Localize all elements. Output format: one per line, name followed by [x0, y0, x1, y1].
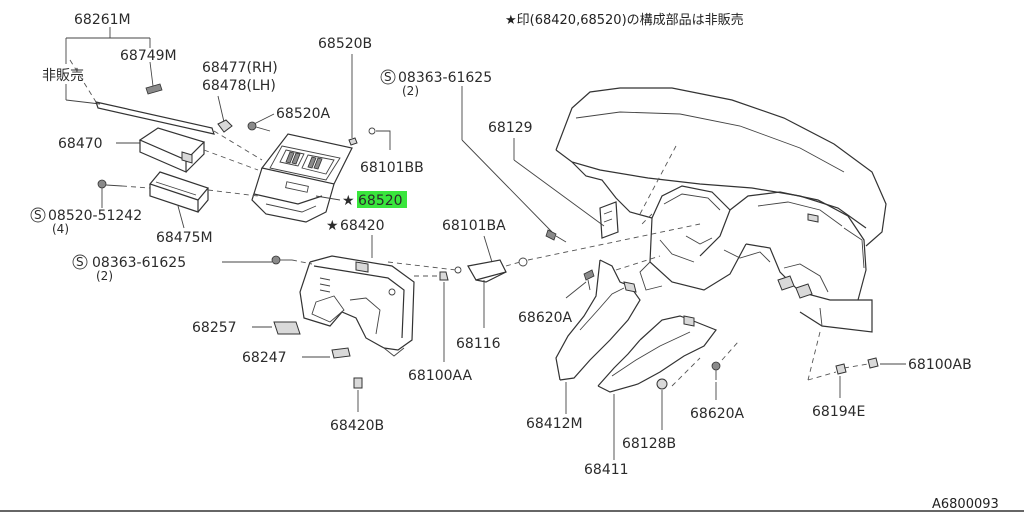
highlight-68520 [357, 191, 407, 208]
svg-text:S: S [76, 255, 84, 269]
clip-68100ab [867, 357, 879, 369]
label-68247[interactable]: 68247 [242, 350, 287, 366]
label-68257[interactable]: 68257 [192, 320, 237, 336]
panel-68411 [597, 315, 717, 393]
s-symbol-08363-left [72, 254, 88, 270]
switch-68247 [331, 347, 351, 359]
label-08363-left[interactable]: 08363-61625 [92, 255, 186, 271]
bezel-68520 [251, 133, 353, 223]
screw-08363-left [271, 255, 292, 265]
label-68749m[interactable]: 68749M [120, 48, 177, 64]
trim-bar [95, 101, 215, 135]
clip-68620a-right [711, 361, 721, 380]
qty-08520: (4) [52, 222, 69, 236]
label-68620a-right[interactable]: 68620A [690, 406, 745, 422]
label-68411[interactable]: 68411 [584, 462, 629, 478]
label-68520b[interactable]: 68520B [318, 36, 372, 52]
clip-68100aa [439, 271, 449, 281]
label-68100aa[interactable]: 68100AA [408, 368, 473, 384]
screw-68520a [247, 121, 271, 132]
label-68520[interactable]: 68520 [358, 193, 403, 209]
pocket-68470 [138, 127, 206, 173]
cover-68412m [555, 259, 641, 381]
svg-text:S: S [34, 208, 42, 222]
label-68412m[interactable]: 68412M [526, 416, 583, 432]
label-68470[interactable]: 68470 [58, 136, 103, 152]
bracket-68129 [599, 201, 619, 239]
clip-68520b [348, 137, 358, 146]
label-68194e[interactable]: 68194E [812, 404, 865, 420]
screw-08363-top [545, 229, 567, 243]
label-68520a[interactable]: 68520A [276, 106, 331, 122]
svg-text:S: S [384, 70, 392, 84]
dashboard-main [555, 87, 887, 333]
label-68420[interactable]: 68420 [340, 218, 385, 234]
clip-68194e [835, 363, 847, 375]
label-68116[interactable]: 68116 [456, 336, 501, 352]
label-68101bb[interactable]: 68101BB [360, 160, 424, 176]
reference-code: A6800093 [932, 497, 999, 512]
screw-08520 [97, 179, 123, 189]
s-symbol-08363-top [380, 69, 396, 85]
bracket-68261m [65, 27, 151, 105]
label-68261m[interactable]: 68261M [74, 12, 131, 28]
label-68101ba[interactable]: 68101BA [442, 218, 506, 234]
tray-68475m [148, 171, 210, 213]
clip-68420b [353, 377, 363, 389]
star-68520: ★ [342, 193, 355, 209]
label-68128b[interactable]: 68128B [622, 436, 676, 452]
knob-68477 [217, 119, 233, 133]
label-68620a-left[interactable]: 68620A [518, 310, 573, 326]
label-not-sold: 非販売 [42, 68, 84, 84]
bracket-68116 [454, 257, 528, 283]
label-08363-top[interactable]: 08363-61625 [398, 70, 492, 86]
label-68129[interactable]: 68129 [488, 120, 533, 136]
clip-68128b [656, 378, 668, 390]
qty-08363-top: (2) [402, 84, 419, 98]
label-68477[interactable]: 68477(RH) [202, 60, 278, 76]
s-symbol-08520 [30, 207, 46, 223]
hood-68420 [299, 255, 415, 357]
qty-08363-left: (2) [96, 269, 113, 283]
clip-68620a-left [583, 269, 595, 291]
label-08520[interactable]: 08520-51242 [48, 208, 142, 224]
label-68478[interactable]: 68478(LH) [202, 78, 276, 94]
clip-68749m [145, 83, 163, 95]
label-68100ab[interactable]: 68100AB [908, 357, 972, 373]
label-68420b[interactable]: 68420B [330, 418, 384, 434]
star-68420: ★ [326, 218, 339, 234]
label-68475m[interactable]: 68475M [156, 230, 213, 246]
switch-68257 [273, 321, 301, 335]
diagram-note: ★印(68420,68520)の構成部品は非販売 [505, 12, 744, 28]
